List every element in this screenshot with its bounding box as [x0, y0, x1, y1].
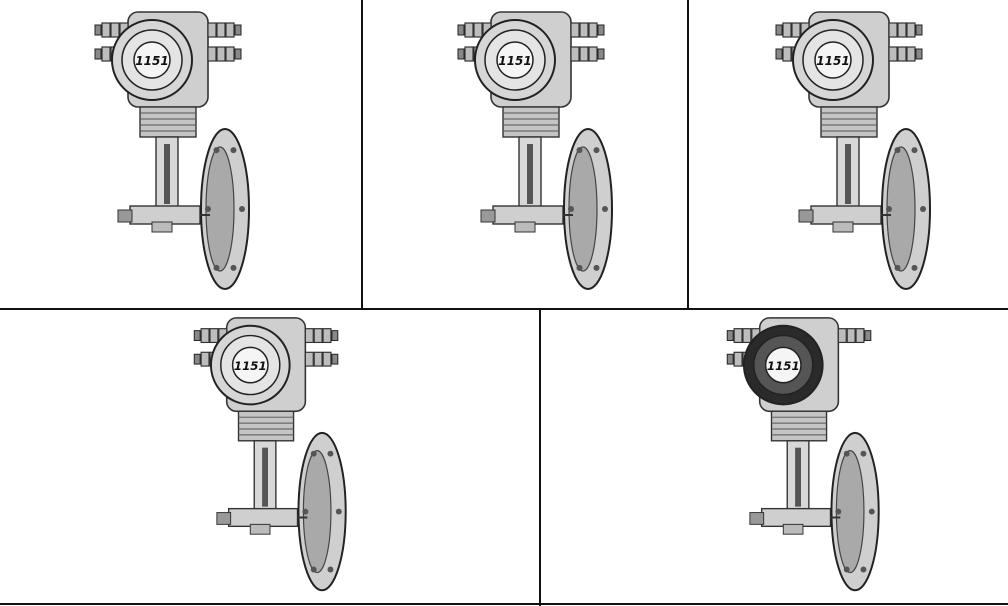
panel-5: 1151	[541, 310, 1008, 603]
panel-3: 1151	[689, 0, 1008, 308]
transmitter-drawing: 1151	[193, 317, 347, 592]
process-manifold	[760, 507, 832, 528]
flange-bolt-hole	[310, 450, 317, 457]
process-manifold	[492, 205, 564, 225]
flange-bolt-hole	[310, 566, 317, 573]
process-manifold	[129, 205, 201, 225]
process-manifold	[810, 205, 882, 225]
divider-vertical-3	[539, 309, 541, 606]
panel-2: 1151	[363, 0, 686, 308]
divider-horizontal	[0, 308, 1008, 310]
vent-valve	[749, 512, 765, 525]
dial-label: 1151	[234, 359, 267, 373]
panel-1: 1151	[0, 0, 360, 308]
pressure-transmitter-illustration-4: 1151	[193, 317, 347, 592]
housing-neck	[770, 410, 828, 442]
dial-face	[496, 41, 534, 79]
pressure-transmitter-illustration-5: 1151	[726, 317, 880, 592]
flange-bolt-hole	[911, 264, 918, 271]
dial-face	[814, 41, 852, 79]
flange-bolt-hole	[568, 206, 574, 212]
flange-bolt-hole	[327, 450, 334, 457]
housing-neck	[139, 106, 197, 138]
housing-neck	[820, 106, 878, 138]
flange-bolt-hole	[868, 508, 875, 515]
dial-face	[231, 346, 269, 384]
flange-bolt-hole	[911, 147, 918, 154]
flange-bolt-hole	[239, 206, 245, 212]
divider-bottom	[0, 603, 1008, 605]
flange-bolt-hole	[302, 508, 309, 515]
flange-bolt-hole	[213, 264, 220, 271]
flange-bolt-hole	[593, 147, 600, 154]
dial-label: 1151	[135, 54, 168, 68]
vent-valve	[798, 209, 814, 223]
dial-label: 1151	[498, 54, 531, 68]
divider-vertical-2	[687, 0, 689, 309]
flange-bolt-hole	[860, 450, 867, 457]
divider-vertical-1	[361, 0, 363, 309]
transmitter-drawing: 1151	[775, 11, 931, 290]
dial-face	[764, 346, 802, 384]
flange-bolt-hole	[894, 264, 901, 271]
transmitter-drawing: 1151	[457, 11, 613, 290]
pressure-transmitter-illustration-2: 1151	[457, 11, 613, 290]
flange-bolt-hole	[860, 566, 867, 573]
flange-bolt-hole	[843, 450, 850, 457]
flange-bolt-hole	[576, 264, 583, 271]
flange-bolt-hole	[920, 206, 926, 212]
transmitter-drawing: 1151	[94, 11, 250, 290]
flange-bolt-hole	[327, 566, 334, 573]
process-manifold	[227, 507, 299, 528]
flange-bolt-hole	[602, 206, 608, 212]
housing-neck	[237, 410, 295, 442]
pressure-transmitter-illustration-1: 1151	[94, 11, 250, 290]
flange-bolt-hole	[576, 147, 583, 154]
flange-bolt-hole	[843, 566, 850, 573]
vent-valve	[480, 209, 496, 223]
flange-bolt-hole	[894, 147, 901, 154]
dial-face	[133, 41, 171, 79]
housing-neck	[502, 106, 560, 138]
pressure-transmitter-illustration-3: 1151	[775, 11, 931, 290]
flange-bolt-hole	[213, 147, 220, 154]
transmitter-drawing: 1151	[726, 317, 880, 592]
flange-bolt-hole	[886, 206, 892, 212]
flange-bolt-hole	[335, 508, 342, 515]
vent-valve	[216, 512, 232, 525]
panel-4: 1151	[0, 310, 539, 603]
dial-label: 1151	[767, 359, 800, 373]
flange-bolt-hole	[230, 147, 237, 154]
flange-bolt-hole	[593, 264, 600, 271]
vent-valve	[117, 209, 133, 223]
dial-label: 1151	[816, 54, 849, 68]
flange-bolt-hole	[205, 206, 211, 212]
flange-bolt-hole	[835, 508, 842, 515]
flange-bolt-hole	[230, 264, 237, 271]
